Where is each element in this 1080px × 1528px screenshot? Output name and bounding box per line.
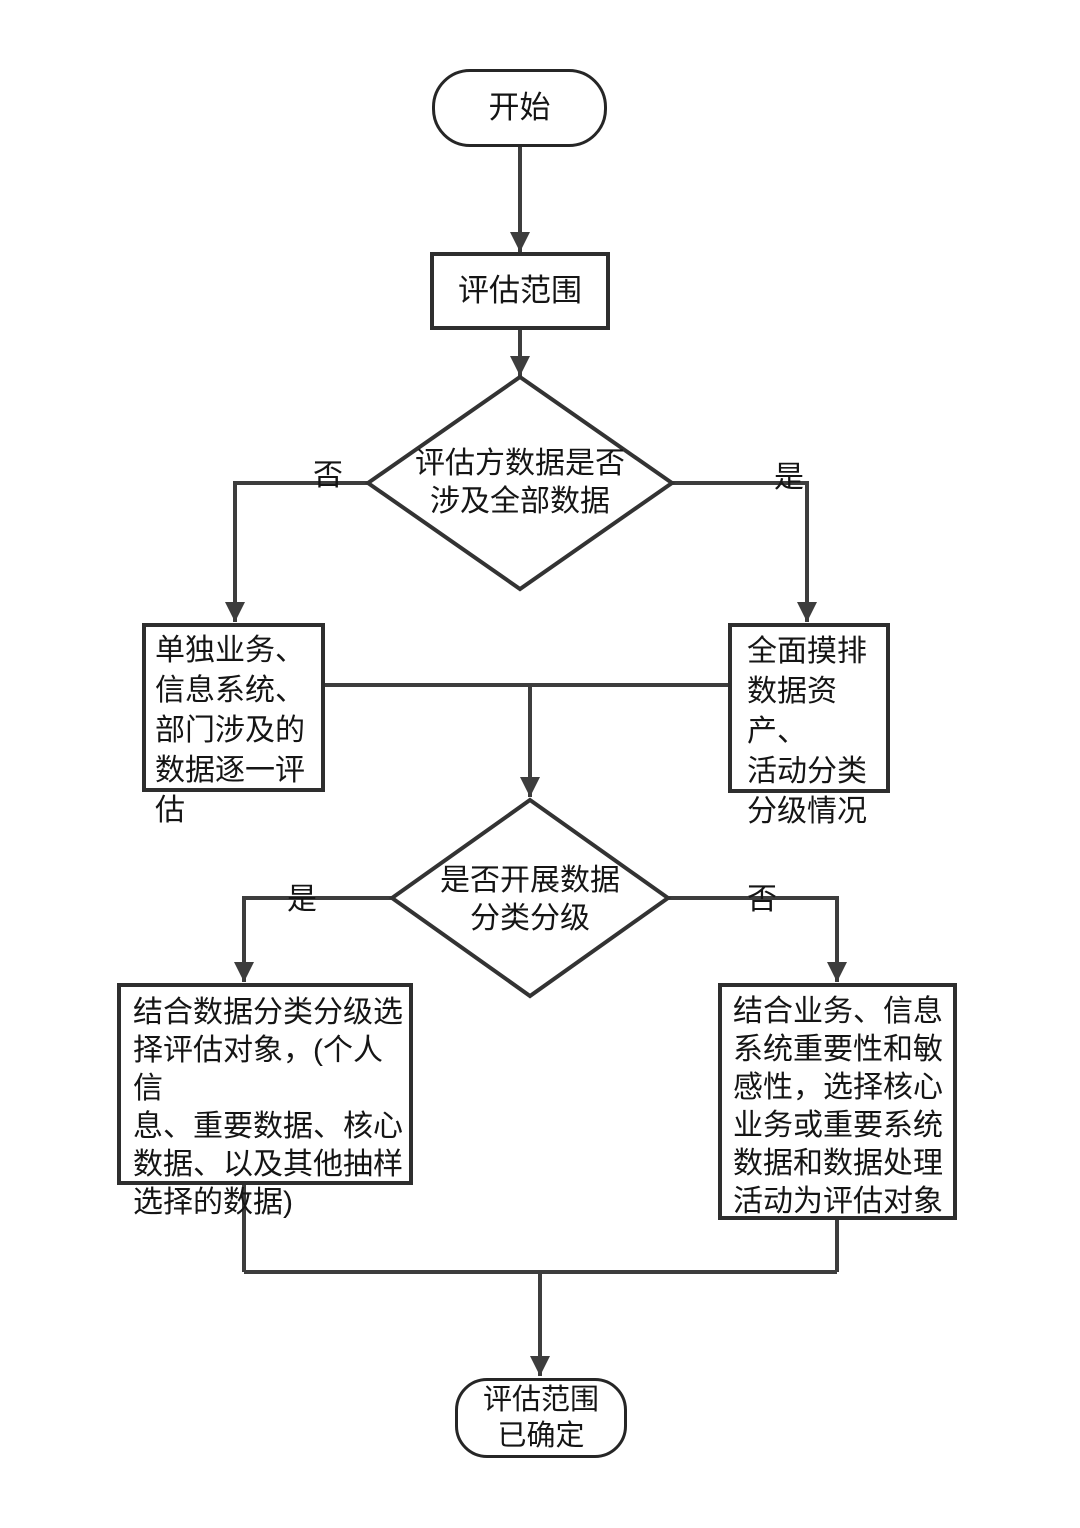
start-label: 开始: [488, 90, 551, 125]
connector-decision2-yes: [234, 896, 392, 982]
left-bottom-line: 择评估对象，(个人信: [133, 1034, 383, 1105]
process-select-by-importance: 结合业务、信息 系统重要性和敏 感性，选择核心 业务或重要系统 数据和数据处理 …: [718, 983, 957, 1220]
edge-label-decision1-yes: 是: [774, 461, 804, 494]
left-bottom-line: 息、重要数据、核心: [133, 1110, 403, 1143]
left-bottom-line: 选择的数据): [133, 1186, 293, 1219]
right-bottom-line: 业务或重要系统: [733, 1109, 943, 1142]
process-individual-evaluation: 单独业务、 信息系统、 部门涉及的 数据逐一评估: [142, 623, 325, 827]
left-mid-line: 信息系统、: [155, 674, 305, 707]
right-mid-line: 数据资产、: [747, 675, 837, 748]
left-bottom-line: 数据、以及其他抽样: [133, 1148, 403, 1181]
edge-label-decision1-no: 否: [313, 459, 343, 492]
end-line2: 已确定: [497, 1420, 585, 1452]
end-line1: 评估范围: [482, 1384, 599, 1416]
right-bottom-line: 数据和数据处理: [733, 1147, 943, 1180]
decision2-diamond-shape: [388, 797, 672, 999]
end-node: 评估范围 已确定: [455, 1378, 627, 1458]
decision2-text: 是否开展数据 分类分级: [405, 862, 655, 938]
right-bottom-line: 结合业务、信息: [733, 995, 943, 1028]
decision1-line2: 涉及全部数据: [430, 485, 610, 518]
scope-label: 评估范围: [458, 273, 582, 308]
decision1-text: 评估方数据是否 涉及全部数据: [395, 445, 645, 521]
right-mid-line: 全面摸排: [747, 635, 867, 668]
process-full-survey: 全面摸排 数据资产、 活动分类 分级情况: [728, 623, 890, 828]
edge-label-decision2-no: 否: [747, 883, 777, 916]
decision1-line1: 评估方数据是否: [415, 447, 625, 480]
left-mid-line: 部门涉及的: [155, 714, 305, 747]
connector-decision1-yes: [672, 481, 817, 622]
process-select-by-classification: 结合数据分类分级选 择评估对象，(个人信 息、重要数据、核心 数据、以及其他抽样…: [117, 983, 413, 1219]
decision2-line2: 分类分级: [470, 902, 590, 935]
right-bottom-line: 活动为评估对象: [733, 1185, 943, 1218]
right-bottom-line: 感性，选择核心: [733, 1071, 943, 1104]
right-mid-line: 活动分类: [747, 755, 867, 788]
edge-label-decision2-yes: 是: [287, 883, 317, 916]
connector-decision1-no: [225, 481, 368, 622]
decision1-diamond-shape: [364, 374, 676, 592]
start-node: 开始: [432, 69, 607, 147]
decision2-line1: 是否开展数据: [440, 864, 620, 897]
right-mid-line: 分级情况: [747, 795, 867, 828]
process-evaluation-scope: 评估范围: [430, 252, 610, 330]
right-bottom-line: 系统重要性和敏: [733, 1033, 943, 1066]
connector-decision2-no: [668, 896, 847, 982]
left-mid-line: 数据逐一评估: [155, 754, 305, 827]
left-bottom-line: 结合数据分类分级选: [133, 996, 403, 1029]
left-mid-line: 单独业务、: [155, 634, 305, 667]
